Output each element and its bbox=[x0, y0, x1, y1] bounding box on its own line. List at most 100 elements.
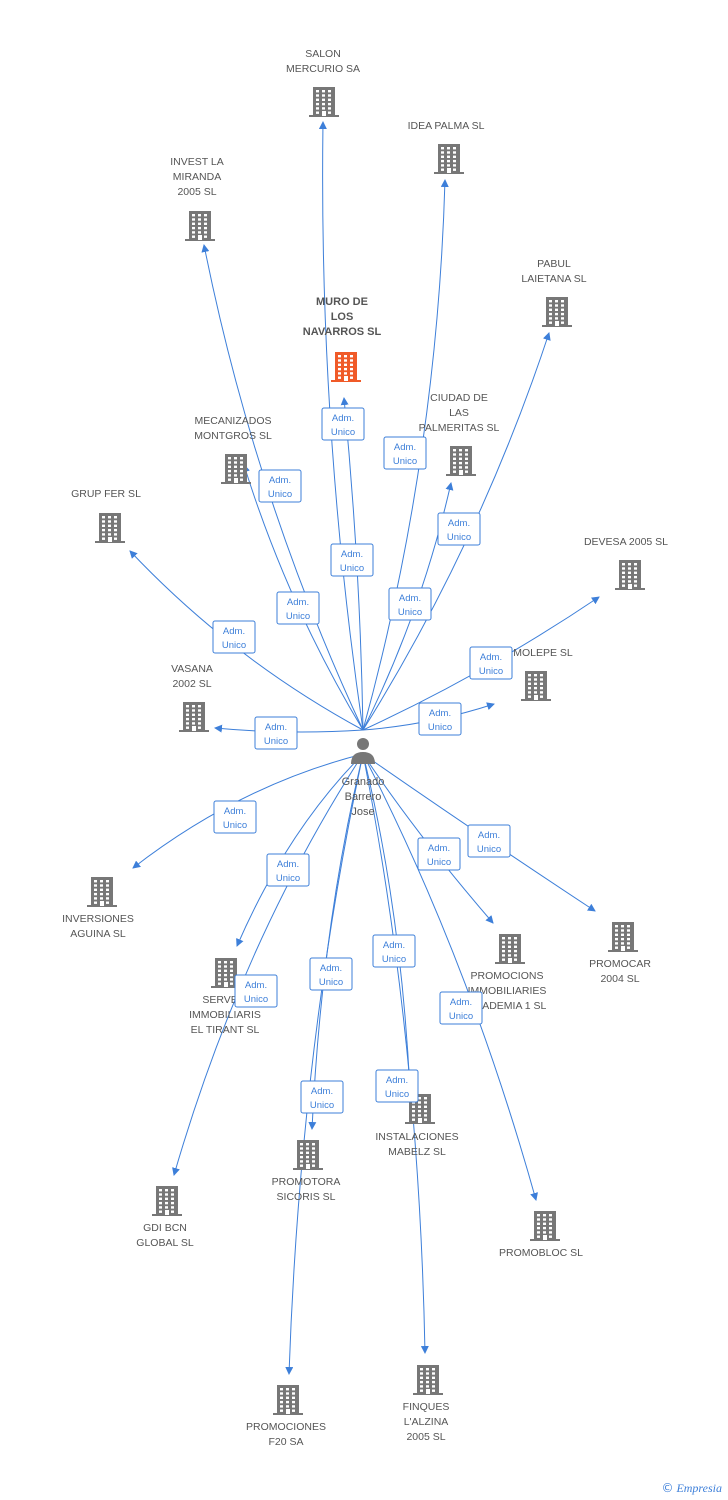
relation-badge-finques[interactable]: Adm.Unico bbox=[375, 1069, 419, 1103]
relation-badge-mecanizados[interactable]: Adm.Unico bbox=[276, 591, 320, 625]
company-label-pabul-line: LAIETANA SL bbox=[521, 273, 586, 285]
relation-badge-box bbox=[437, 512, 481, 546]
building-icon[interactable] bbox=[521, 671, 551, 701]
building-icon[interactable] bbox=[446, 446, 476, 476]
relation-badge-label: Adm.Unico bbox=[276, 859, 300, 884]
company-label-vasana-line: VASANA bbox=[171, 663, 213, 675]
company-label-vasana-line: 2002 SL bbox=[172, 678, 211, 690]
relation-badge-promobloc[interactable]: Adm.Unico bbox=[439, 991, 483, 1025]
building-icon[interactable] bbox=[95, 513, 125, 543]
brand-name: Empresia bbox=[676, 1481, 722, 1495]
company-label-mecanizados-line: MONTGROS SL bbox=[194, 430, 272, 442]
relation-badge-line: Adm. bbox=[448, 518, 470, 529]
relation-badge-promotora[interactable]: Adm.Unico bbox=[309, 957, 353, 991]
company-label-ciudad-line: LAS bbox=[449, 407, 469, 419]
relation-badge-box bbox=[372, 934, 416, 968]
relation-badge-promocar[interactable]: Adm.Unico bbox=[467, 824, 511, 858]
company-node-vasana[interactable]: VASANA 2002 SL bbox=[171, 663, 213, 732]
company-node-grupfer[interactable]: GRUP FER SL bbox=[71, 488, 141, 543]
company-label-molepe-line: MOLEPE SL bbox=[513, 647, 573, 659]
center-company-building-icon[interactable] bbox=[331, 352, 361, 382]
company-label-salon-line: SALON bbox=[305, 48, 341, 60]
building-icon[interactable] bbox=[211, 958, 241, 988]
relation-badge-box bbox=[469, 646, 513, 680]
building-icon[interactable] bbox=[179, 702, 209, 732]
building-icon[interactable] bbox=[530, 1211, 560, 1241]
building-icon[interactable] bbox=[152, 1186, 182, 1216]
building-icon[interactable] bbox=[221, 454, 251, 484]
center-company-label-line: MURO DE bbox=[316, 296, 368, 308]
company-label-salon-line: MERCURIO SA bbox=[286, 63, 360, 75]
building-icon[interactable] bbox=[495, 934, 525, 964]
building-icon[interactable] bbox=[413, 1365, 443, 1395]
relation-badge-line: Unico bbox=[398, 607, 422, 618]
relation-badge-serveis[interactable]: Adm.Unico bbox=[266, 853, 310, 887]
company-label-promobloc-line: PROMOBLOC SL bbox=[499, 1247, 583, 1259]
company-node-salon[interactable]: SALON MERCURIO SA bbox=[286, 48, 360, 117]
building-icon[interactable] bbox=[542, 297, 572, 327]
relation-badge-box bbox=[467, 824, 511, 858]
relation-badge-box bbox=[254, 716, 298, 750]
relation-badge-gdi[interactable]: Adm.Unico bbox=[234, 974, 278, 1008]
building-icon[interactable] bbox=[87, 877, 117, 907]
relation-badge-vasana[interactable]: Adm.Unico bbox=[254, 716, 298, 750]
company-node-devesa[interactable]: DEVESA 2005 SL bbox=[584, 536, 668, 590]
company-node-molepe[interactable]: MOLEPE SL bbox=[513, 647, 573, 701]
relation-badge-box bbox=[300, 1080, 344, 1114]
relation-badge-muro[interactable]: Adm.Unico bbox=[321, 407, 365, 441]
relation-badge-idea[interactable]: Adm.Unico bbox=[383, 436, 427, 470]
edge-gdi bbox=[172, 753, 364, 1176]
relation-badge-label: Adm.Unico bbox=[449, 997, 473, 1022]
company-node-idea[interactable]: IDEA PALMA SL bbox=[408, 120, 485, 174]
company-label-devesa-line: DEVESA 2005 SL bbox=[584, 536, 668, 548]
relation-badge-ciudad[interactable]: Adm.Unico bbox=[388, 587, 432, 621]
relation-badge-devesa[interactable]: Adm.Unico bbox=[469, 646, 513, 680]
relation-badge-label: Adm.Unico bbox=[268, 475, 292, 500]
relation-badge-pabul[interactable]: Adm.Unico bbox=[437, 512, 481, 546]
relation-badge-grupfer[interactable]: Adm. Unico bbox=[212, 620, 256, 654]
relation-badge-line: Unico bbox=[222, 640, 246, 651]
relation-badge-salon[interactable]: Adm.Unico bbox=[330, 543, 374, 577]
relation-badge-promacademia[interactable]: Adm.Unico bbox=[417, 837, 461, 871]
relation-badge-inversiones[interactable]: Adm.Unico bbox=[213, 800, 257, 834]
building-icon[interactable] bbox=[608, 922, 638, 952]
relation-badge-promof20[interactable]: Adm.Unico bbox=[300, 1080, 344, 1114]
relation-badge-label: Adm.Unico bbox=[331, 413, 355, 438]
building-icon[interactable] bbox=[293, 1140, 323, 1170]
building-icon[interactable] bbox=[615, 560, 645, 590]
building-icon[interactable] bbox=[273, 1385, 303, 1415]
building-icon[interactable] bbox=[434, 144, 464, 174]
company-label-serveis-line: EL TIRANT SL bbox=[191, 1024, 260, 1036]
relation-badge-line: Unico bbox=[286, 611, 310, 622]
relation-badge-label: Adm.Unico bbox=[310, 1086, 334, 1111]
relation-badge-line: Adm. bbox=[223, 626, 245, 637]
company-node-promobloc[interactable]: PROMOBLOC SL bbox=[499, 1211, 583, 1259]
relation-badge-invest[interactable]: Adm.Unico bbox=[258, 469, 302, 503]
relation-badge-instalaciones[interactable]: Adm.Unico bbox=[372, 934, 416, 968]
relation-badge-molepe[interactable]: Adm.Unico bbox=[418, 702, 462, 736]
building-icon[interactable] bbox=[309, 87, 339, 117]
relation-badge-box bbox=[439, 991, 483, 1025]
relation-badge-line: Adm. bbox=[480, 652, 502, 663]
company-label-inversiones-line: AGUINA SL bbox=[70, 928, 126, 940]
company-label-finques-line: 2005 SL bbox=[406, 1431, 445, 1443]
building-icon[interactable] bbox=[185, 211, 215, 241]
